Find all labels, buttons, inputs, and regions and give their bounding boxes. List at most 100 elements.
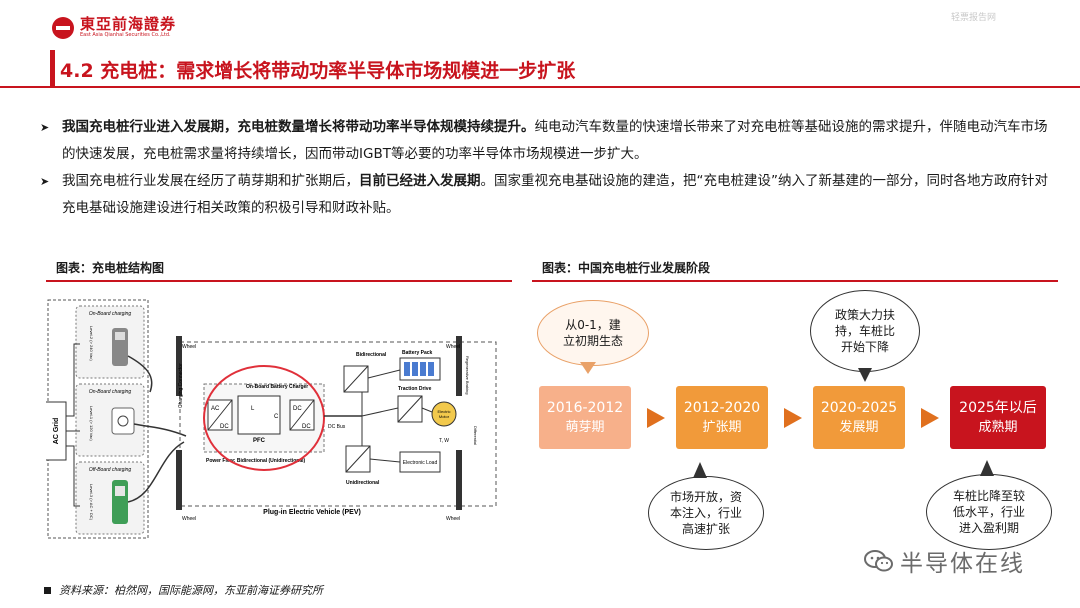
stage-year: 2020-2025 <box>820 399 898 416</box>
bullet-item: ➤ 我国充电桩行业发展在经历了萌芽期和扩张期后，目前已经进入发展期。国家重视充电… <box>40 168 1050 222</box>
onboard-charging-label-2: On-Board charging <box>89 389 131 395</box>
left-figure-label: 图表：充电桩结构图 <box>56 261 165 275</box>
power-flow-label: Power Flow: Bidirectional (Unidirectiona… <box>206 458 306 464</box>
bullet-bold: 我国充电桩行业进入发展期，充电桩数量增长将带动功率半导体规模持续提升。 <box>62 119 535 135</box>
page-title: 4.2 充电桩：需求增长将带动功率半导体市场规模进一步扩张 <box>60 60 576 82</box>
note-bubble-seed: 从0-1，建 立初期生态 <box>537 300 649 366</box>
arrow-right-icon <box>921 408 939 428</box>
note-bubble-growth: 政策大力扶 持，车桩比 开始下降 <box>810 290 920 372</box>
svg-text:C: C <box>274 414 279 420</box>
wechat-icon <box>864 550 893 572</box>
bubble-tail <box>858 368 872 382</box>
svg-text:Unidirectional: Unidirectional <box>346 480 380 486</box>
wheel-label-2: Wheel <box>182 516 196 522</box>
svg-text:AC: AC <box>211 406 220 412</box>
source-text: 资料来源：柏然网，国际能源网，东亚前海证券研究所 <box>59 584 323 597</box>
top-watermark: 轻票报告网 <box>950 13 996 23</box>
svg-text:Regenerative Braking: Regenerative Braking <box>465 356 470 394</box>
svg-text:T, W: T, W <box>439 438 449 444</box>
source-note: 资料来源：柏然网，国际能源网，东亚前海证券研究所 <box>44 582 323 598</box>
battery-cells <box>404 362 434 376</box>
stage-year: 2016-2012 <box>546 399 624 416</box>
level1-label: Level-1 (> 120 Vac) <box>89 406 94 441</box>
wheel-label-3: Wheel <box>446 344 460 350</box>
left-figure-rule <box>46 280 512 282</box>
note-bubble-mature: 车桩比降至较 低水平，行业 进入盈利期 <box>926 474 1052 550</box>
cable-1 <box>127 355 153 393</box>
bullet-list: ➤ 我国充电桩行业进入发展期，充电桩数量增长将带动功率半导体规模持续提升。纯电动… <box>40 114 1050 222</box>
logo-cn: 東亞前海證券 <box>80 15 177 33</box>
wheel-label-1: Wheel <box>182 344 196 350</box>
logo-text: 東亞前海證券 East Asia Qianhai Securities Co.,… <box>80 16 176 39</box>
wechat-watermark: 半导体在线 <box>864 544 1025 578</box>
logo-mark-icon <box>52 16 74 39</box>
svg-text:Differential: Differential <box>473 426 478 445</box>
stage-expansion: 2012-2020 扩张期 <box>676 386 768 449</box>
cable-2 <box>133 423 187 437</box>
title-underline <box>0 86 1080 88</box>
wheel-front-right <box>456 336 462 396</box>
pev-label: Plug-in Electric Vehicle (PEV) <box>263 509 361 516</box>
bullet-rest: 。国家重视充电基础设施的建造，把“充电桩建设”纳入了新基建的一部分，同时各地方政… <box>62 173 1048 216</box>
charging-structure-diagram: On-Board charging On-Board charging Off-… <box>46 299 497 539</box>
stage-name: 发展期 <box>839 419 879 435</box>
svg-text:DC: DC <box>302 424 311 430</box>
arrow-right-icon <box>784 408 802 428</box>
onboard-charging-label: On-Board charging <box>89 311 131 317</box>
svg-text:Electric: Electric <box>437 409 450 414</box>
square-bullet-icon <box>44 586 51 594</box>
pev-frame <box>179 341 497 507</box>
svg-text:DC: DC <box>220 424 229 430</box>
svg-text:Electronic Load: Electronic Load <box>403 460 438 466</box>
note-bubble-expansion: 市场开放，资 本注入，行业 高速扩张 <box>648 476 764 550</box>
cable-3 <box>127 441 185 503</box>
bullet-arrow-icon: ➤ <box>40 121 50 134</box>
right-figure-rule <box>532 280 1058 282</box>
svg-text:Motor: Motor <box>439 414 450 419</box>
bullet-item: ➤ 我国充电桩行业进入发展期，充电桩数量增长将带动功率半导体规模持续提升。纯电动… <box>40 114 1050 168</box>
company-logo: 東亞前海證券 East Asia Qianhai Securities Co.,… <box>52 16 176 39</box>
stage-name: 萌芽期 <box>565 419 605 435</box>
bubble-tail <box>580 362 596 374</box>
stage-name: 成熟期 <box>978 419 1018 435</box>
stage-development: 2020-2025 发展期 <box>813 386 905 449</box>
svg-text:Traction Drive: Traction Drive <box>398 386 432 392</box>
wheel-front-left <box>176 336 182 396</box>
svg-text:PFC: PFC <box>253 438 266 444</box>
wheel-rear-left <box>176 450 182 510</box>
wheel-rear-right <box>456 450 462 510</box>
bubble-tail <box>980 460 994 476</box>
bullet-text: 我国充电桩行业发展在经历了萌芽期和扩张期后，目前已经进入发展期。国家重视充电基础… <box>62 168 1050 222</box>
svg-text:L: L <box>251 406 255 412</box>
bidirectional-label: Bidirectional <box>356 352 387 358</box>
offboard-charging-label: Off-Board charging <box>89 467 131 473</box>
stage-mature: 2025年以后 成熟期 <box>950 386 1046 449</box>
level2-label: Level-2 (> 240 Vac) <box>89 326 94 361</box>
ac-grid-label: AC Grid <box>53 418 60 444</box>
title-bar: 4.2 充电桩：需求增长将带动功率半导体市场规模进一步扩张 <box>0 50 1080 90</box>
onboard-charger-label: On-Board Battery Charger <box>246 384 308 390</box>
svg-text:DC: DC <box>293 406 302 412</box>
stage-year: 2025年以后 <box>959 399 1037 416</box>
bullet-bold: 目前已经进入发展期 <box>359 173 481 189</box>
svg-text:Battery Pack: Battery Pack <box>402 350 433 356</box>
title-stripe <box>50 50 55 86</box>
svg-text:DC Bus: DC Bus <box>328 424 346 430</box>
electric-motor-icon <box>431 401 457 427</box>
stage-year: 2012-2020 <box>683 399 761 416</box>
bubble-tail <box>693 462 707 478</box>
charging-connector-label: Charging Connector <box>178 363 184 408</box>
stage-name: 扩张期 <box>702 419 742 435</box>
logo-en: East Asia Qianhai Securities Co.,Ltd. <box>80 32 171 38</box>
right-figure-label: 图表：中国充电桩行业发展阶段 <box>542 261 711 275</box>
bullet-text: 我国充电桩行业进入发展期，充电桩数量增长将带动功率半导体规模持续提升。纯电动汽车… <box>62 114 1050 168</box>
wechat-text: 半导体在线 <box>900 551 1025 577</box>
internal-wiring <box>361 369 433 463</box>
onboard-l1-box <box>75 383 145 457</box>
wheel-label-4: Wheel <box>446 516 460 522</box>
pfc-block <box>237 395 281 435</box>
bullet-pre: 我国充电桩行业发展在经历了萌芽期和扩张期后， <box>62 173 359 189</box>
arrow-right-icon <box>647 408 665 428</box>
bullet-rest: 纯电动汽车数量的快速增长带来了对充电桩等基础设施的需求提升，伴随电动汽车市场的快… <box>62 119 1048 162</box>
grid-feed-lines <box>66 343 80 507</box>
